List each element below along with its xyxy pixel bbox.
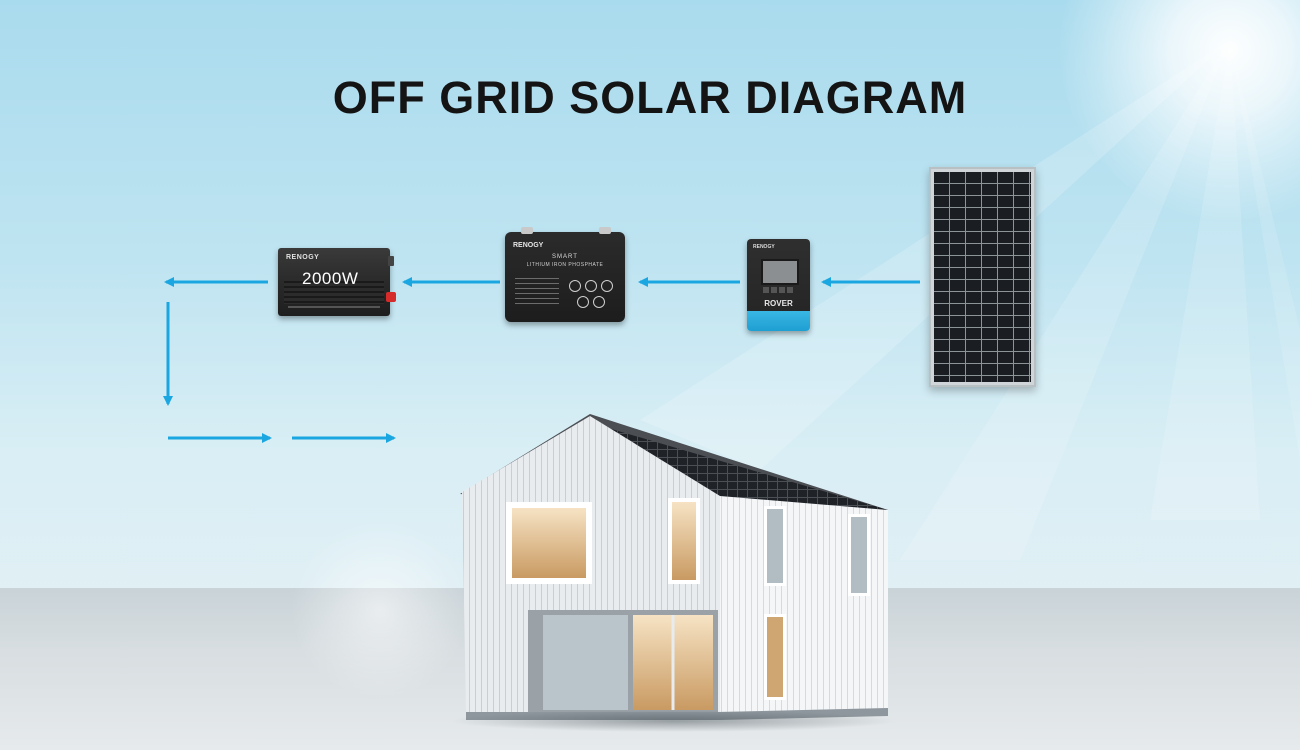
controller-model: ROVER (764, 299, 793, 308)
battery-symbol-icon (585, 280, 597, 292)
house-illustration (460, 414, 888, 720)
controller-buttons (763, 287, 793, 293)
inverter: RENOGY 2000W (278, 248, 396, 316)
battery-symbol-icon (593, 296, 605, 308)
battery-terminal-neg (599, 227, 611, 234)
diagram-title: OFF GRID SOLAR DIAGRAM (332, 72, 968, 123)
solar-panel (929, 167, 1036, 387)
battery-line2: LITHIUM IRON PHOSPHATE (526, 262, 604, 268)
light-glow (290, 520, 470, 700)
solar-panel-cells (934, 172, 1031, 382)
controller-brand: RENOGY (753, 244, 775, 250)
battery-brand: RENOGY (513, 242, 544, 249)
battery-symbol-icon (601, 280, 613, 292)
battery-warning-text (515, 278, 559, 308)
battery-line1: SMART (552, 254, 578, 260)
inverter-label-strip (288, 306, 380, 308)
battery: RENOGY SMART LITHIUM IRON PHOSPHATE (505, 227, 625, 322)
battery-symbol-icon (577, 296, 589, 308)
inverter-rating: 2000W (302, 269, 359, 288)
inverter-fins (284, 278, 384, 304)
battery-symbol-icon (569, 280, 581, 292)
inverter-brand: RENOGY (286, 254, 320, 261)
battery-terminal-pos (521, 227, 533, 234)
controller-screen (761, 259, 799, 285)
charge-controller: RENOGY ROVER (747, 239, 810, 331)
house (448, 410, 898, 732)
inverter-terminal (386, 292, 396, 302)
inverter-switch (388, 256, 394, 266)
house-shadow (448, 710, 898, 732)
